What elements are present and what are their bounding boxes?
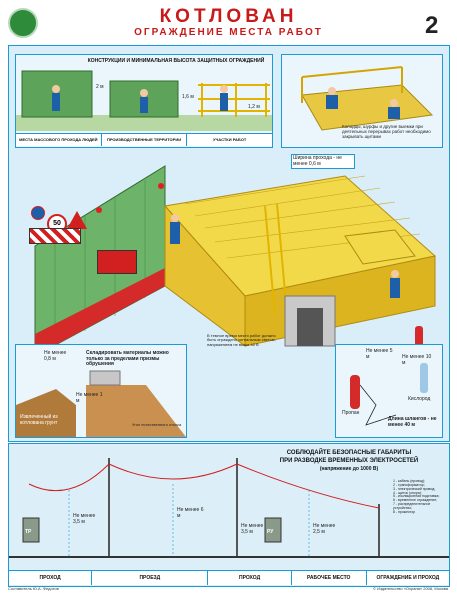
fence-label-mass: МЕСТА МАССОВОГО ПРОХОДА ЛЮДЕЙ	[16, 134, 102, 146]
power-title-1: СОБЛЮДАЙТЕ БЕЗОПАСНЫЕ ГАБАРИТЫ	[286, 450, 412, 456]
min-distance-1: Не менее 0,8 м	[44, 350, 67, 362]
propane-label: Пропан	[342, 410, 360, 416]
pit-cover-illustration	[301, 66, 434, 131]
soil-storage-panel: Складировать материалы можно только за п…	[15, 344, 187, 438]
footer-publisher: © Издательство «Охрана» 2008, Москва	[373, 586, 448, 591]
pit-cover-panel: Колодцы, шурфы и другие выемки при деяте…	[281, 54, 443, 148]
segment-label: ПРОХОД	[208, 571, 292, 585]
height-label-1: 2 м	[96, 84, 104, 90]
clearance-3: Не менее 3,5 м	[241, 523, 264, 535]
power-lines-diagram	[9, 458, 449, 558]
publisher-logo	[8, 8, 38, 38]
ru-box-label: РУ	[267, 529, 274, 535]
soil-label: Извлеченный из котлована грунт	[20, 414, 58, 426]
clearance-2: Не менее 6 м	[177, 507, 204, 519]
clearance-1: Не менее 3,5 м	[73, 513, 96, 525]
height-label-2: 1,6 м	[182, 94, 194, 100]
power-title-2: ПРИ РАЗВОДКЕ ВРЕМЕННЫХ ЭЛЕКТРОСЕТЕЙ	[279, 458, 419, 464]
soil-slope-illustration	[16, 370, 186, 437]
min-distance-2: Не менее 1 м	[76, 392, 103, 404]
excavation-scene	[34, 165, 437, 357]
oxygen-label: Кислород	[408, 396, 431, 402]
pit-cover-caption: Колодцы, шурфы и другие выемки при деяте…	[342, 124, 431, 139]
segment-label: ПРОЕЗД	[92, 571, 209, 585]
legend-item: 8 - прожектор	[393, 509, 416, 514]
page-title: КОТЛОВАН	[159, 6, 298, 27]
legend-item: 5 - изоляционная подставка;	[393, 494, 440, 499]
footer-author: Составитель Ю.А. Федотов	[8, 586, 59, 591]
height-label-3: 1,2 м	[248, 104, 260, 110]
main-illustration-frame: КОНСТРУКЦИИ И МИНИМАЛЬНАЯ ВЫСОТА ЗАЩИТНЫ…	[8, 45, 450, 442]
power-clearance-panel: СОБЛЮДАЙТЕ БЕЗОПАСНЫЕ ГАБАРИТЫ ПРИ РАЗВО…	[8, 443, 450, 587]
warning-banner-sign	[97, 250, 137, 274]
gas-cylinders-illustration	[350, 363, 428, 426]
legend-item: 6 - временное ограждение;	[393, 498, 438, 503]
direction-sign	[29, 228, 81, 244]
poster-number: 2	[425, 12, 439, 39]
cyl-min-1: Не менее 5 м	[366, 348, 393, 360]
page-subtitle: ОГРАЖДЕНИЕ МЕСТА РАБОТ	[134, 27, 323, 38]
segment-row: ПРОХОД ПРОЕЗД ПРОХОД РАБОЧЕЕ МЕСТО ОГРАЖ…	[9, 570, 449, 585]
storage-note-text: Складировать материалы можно только за п…	[86, 350, 169, 367]
tr-box-label: ТР	[25, 529, 32, 535]
hose-label: Длина шлангов - не менее 40 м	[388, 416, 437, 428]
segment-label: ПРОХОД	[9, 571, 93, 585]
fence-label-work: УЧАСТКИ РАБОТ	[212, 137, 247, 142]
legend-item: 2 - трансформатор;	[393, 482, 425, 487]
storage-note: Складировать материалы можно только за п…	[86, 350, 182, 368]
legend-item: 1 - кабель (провод);	[393, 479, 426, 483]
legend-item: 3 - электрический провод;	[393, 486, 436, 491]
segment-label: РАБОЧЕЕ МЕСТО	[292, 571, 367, 585]
gas-cylinders-panel: Не менее 5 м Не менее 10 м Кислород Проп…	[335, 344, 443, 438]
segment-label: ОГРАЖДЕНИЕ И ПРОХОД	[376, 575, 440, 581]
no-entry-sign	[31, 206, 45, 220]
fence-labels-row: МЕСТА МАССОВОГО ПРОХОДА ЛЮДЕЙ ПРОИЗВОДСТ…	[16, 133, 272, 146]
angle-label: Угол естественного откоса	[132, 422, 182, 427]
power-legend: 1 - кабель (провод); 2 - трансформатор; …	[393, 479, 447, 515]
dark-lighting-callout: В темное время место работ должно быть о…	[207, 333, 276, 347]
fence-heights-title: КОНСТРУКЦИИ И МИНИМАЛЬНАЯ ВЫСОТА ЗАЩИТНЫ…	[87, 58, 265, 64]
fence-illustration	[16, 70, 272, 131]
road-works-sign	[67, 211, 87, 229]
clearance-4: Не менее 2,5 м	[313, 523, 336, 535]
power-title-3: (напряжение до 1000 В)	[319, 466, 379, 472]
footer: Составитель Ю.А. Федотов © Издательство …	[8, 586, 448, 591]
legend-item: 4 - щиток (опора);	[393, 490, 422, 495]
cyl-min-2: Не менее 10 м	[402, 354, 432, 366]
fence-heights-panel: КОНСТРУКЦИИ И МИНИМАЛЬНАЯ ВЫСОТА ЗАЩИТНЫ…	[15, 54, 273, 148]
fence-label-prod: ПРОИЗВОДСТВЕННЫЕ ТЕРРИТОРИИ	[102, 134, 188, 146]
passage-width-callout: Ширина прохода - не менее 0,6 м	[291, 154, 355, 169]
legend-item: 7 - распределительное устройство;	[393, 502, 431, 510]
